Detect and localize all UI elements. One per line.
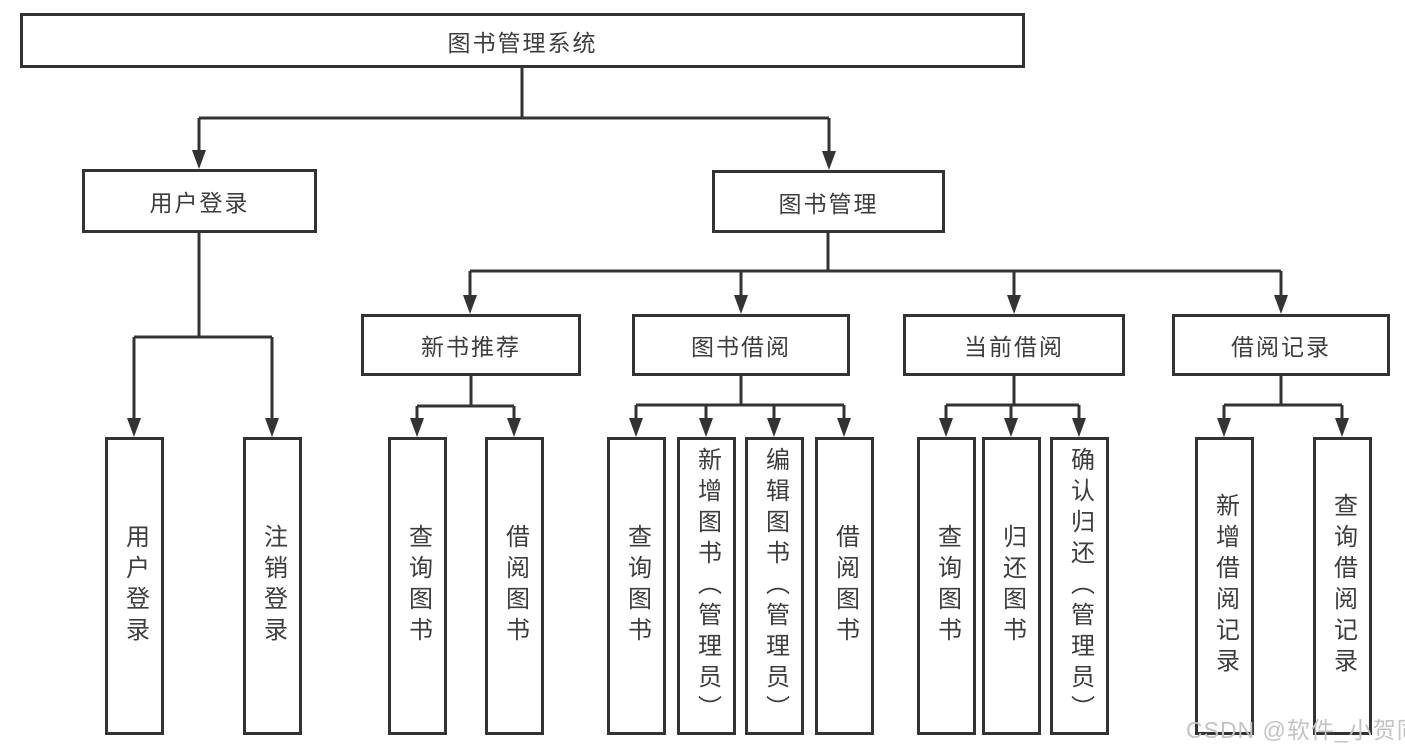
leaf-confirm-return-admin: 确认归还（管理员） bbox=[1050, 437, 1109, 735]
node-book-borrow: 图书借阅 bbox=[632, 314, 850, 376]
leaf-add-borrow-record: 新增借阅记录 bbox=[1195, 437, 1254, 735]
node-book-management: 图书管理 bbox=[712, 170, 945, 233]
leaf-return-books: 归还图书 bbox=[982, 437, 1041, 735]
node-borrow-records: 借阅记录 bbox=[1172, 314, 1390, 376]
node-user-login: 用户登录 bbox=[82, 169, 317, 233]
leaf-query-borrow-record: 查询借阅记录 bbox=[1313, 437, 1372, 735]
leaf-query-books-recommend: 查询图书 bbox=[388, 437, 447, 735]
leaf-query-books-current: 查询图书 bbox=[917, 437, 976, 735]
leaf-borrow-books-recommend: 借阅图书 bbox=[485, 437, 544, 735]
leaf-logout-action: 注销登录 bbox=[243, 437, 302, 735]
csdn-watermark: CSDN @软件_小贺同学 bbox=[1186, 717, 1405, 743]
node-new-book-recommend: 新书推荐 bbox=[361, 314, 581, 376]
leaf-add-books-admin: 新增图书（管理员） bbox=[677, 437, 736, 735]
leaf-user-login-action: 用户登录 bbox=[105, 437, 164, 735]
node-root-system: 图书管理系统 bbox=[20, 13, 1025, 68]
leaf-query-books-borrow: 查询图书 bbox=[607, 437, 666, 735]
node-current-borrow: 当前借阅 bbox=[903, 314, 1125, 376]
leaf-borrow-books-action: 借阅图书 bbox=[815, 437, 874, 735]
leaf-edit-books-admin: 编辑图书（管理员） bbox=[745, 437, 804, 735]
